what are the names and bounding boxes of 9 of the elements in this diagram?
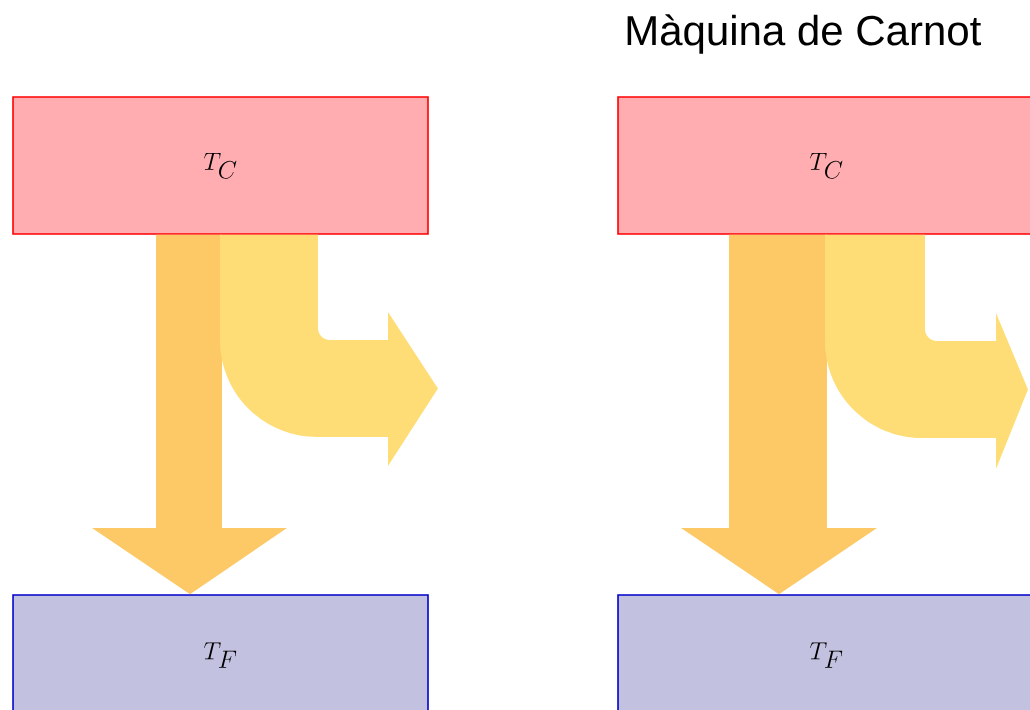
- hot-reservoir-box: $T_C$: [617, 96, 1030, 235]
- heat-flow-arrow: [681, 234, 877, 595]
- heat-flow-arrow: [92, 234, 287, 595]
- hot-reservoir-box: $T_C$: [12, 96, 429, 235]
- title: Màquina de Carnot: [627, 14, 981, 54]
- work-arrow: [220, 234, 438, 466]
- work-arrow: [825, 234, 1028, 469]
- cold-reservoir-box: $T_F$: [12, 594, 429, 710]
- cold-reservoir-box: $T_F$: [617, 594, 1030, 710]
